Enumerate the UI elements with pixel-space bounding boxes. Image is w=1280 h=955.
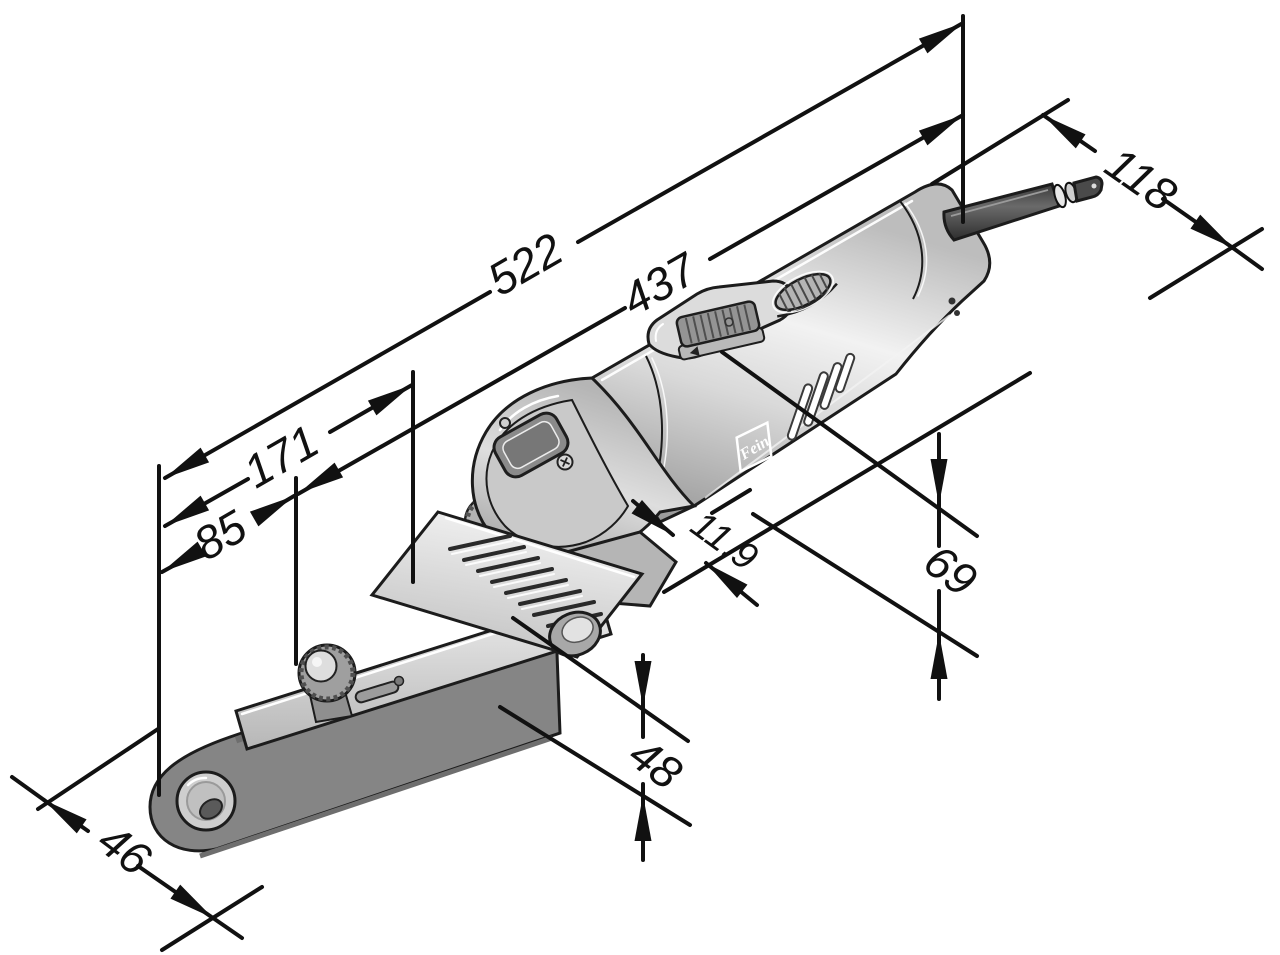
vent-slots [786,352,856,441]
slide-switch [646,279,794,361]
screw [556,453,574,471]
extension-lines-vertical [157,14,965,797]
tool-illustration: Fein [148,175,1104,859]
dim-label-118: 118 [1096,137,1186,222]
extension-line-118-b [1148,227,1264,300]
tension-knob [297,643,357,724]
drive-hub [548,610,602,658]
speed-thumbwheel [771,270,838,318]
extension-line-119-a [710,488,752,515]
extension-line-46-a [36,727,160,811]
cable-nipple [1072,175,1104,203]
switch-marker [689,346,700,356]
extension-line-69-top [720,350,979,538]
power-cable [942,175,1104,242]
dim-label-69: 69 [915,534,987,606]
front-roller [175,770,237,832]
dim-label-522: 522 [479,222,571,305]
screw [499,417,511,429]
extension-line-119-b [662,371,1032,594]
extension-line-118-a [930,98,1070,186]
extension-line-48-bottom [498,705,692,827]
rear-cap-joint [899,200,924,300]
extension-line-48-top [511,616,690,743]
arm-hole [393,675,405,687]
head-window [492,411,570,479]
